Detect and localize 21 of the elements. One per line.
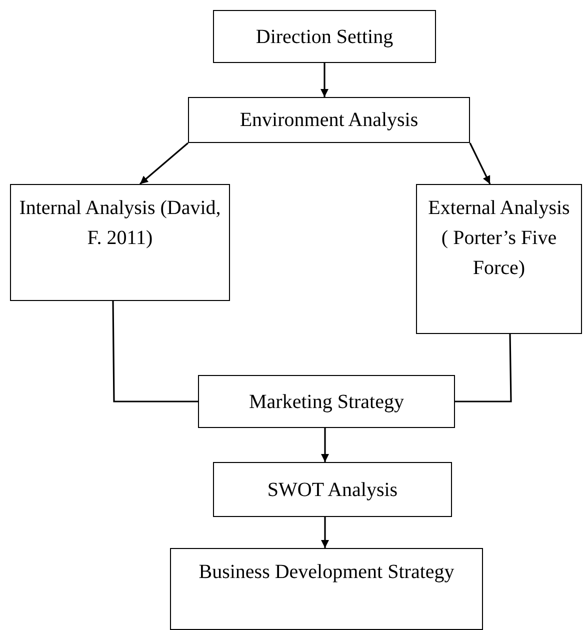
process-box <box>213 462 452 517</box>
box-label: Direction Setting <box>256 24 394 50</box>
arrow <box>320 63 328 97</box>
process-box <box>188 97 470 143</box>
box-label: SWOT Analysis <box>267 478 398 502</box>
arrow <box>469 142 491 184</box>
box-label: Internal Analysis (David, F. 2011) <box>18 196 222 251</box>
box-label: Environment Analysis <box>240 108 418 133</box>
connector-line <box>112 301 198 402</box>
process-box <box>213 10 436 63</box>
connector-line <box>455 334 512 402</box>
arrow <box>321 428 329 462</box>
process-box <box>198 375 455 428</box>
process-box <box>170 548 483 630</box>
box-label: External Analysis ( Porter’s Five Force) <box>427 196 571 281</box>
process-box <box>416 184 582 334</box>
arrow <box>321 517 329 548</box>
process-box <box>10 184 230 301</box>
box-label: Marketing Strategy <box>249 390 404 414</box>
arrow <box>139 142 189 185</box>
box-label: Business Development Strategy <box>198 560 454 585</box>
